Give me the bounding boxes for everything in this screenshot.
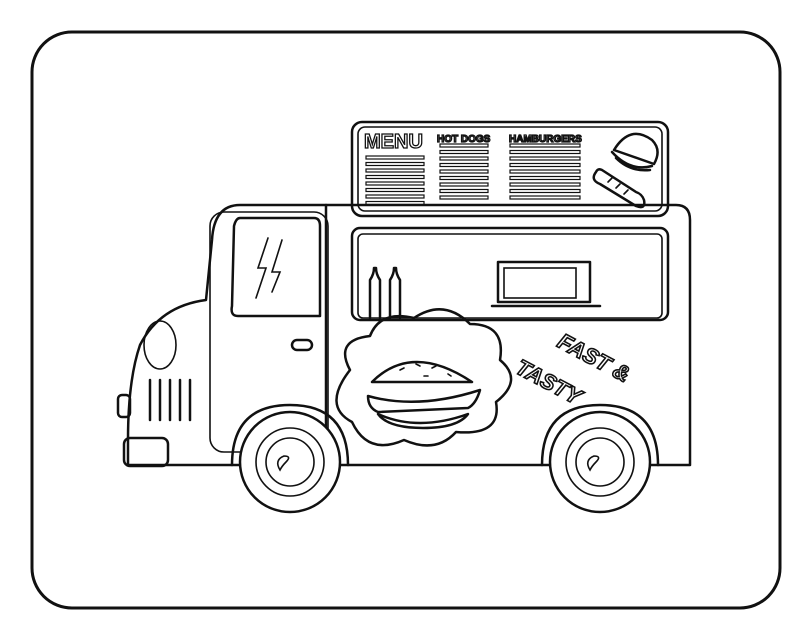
serving-window xyxy=(350,226,670,322)
page-frame xyxy=(30,30,782,610)
menu-line xyxy=(439,169,489,174)
cab-grille xyxy=(148,378,192,422)
menu-line xyxy=(509,175,581,181)
menu-line xyxy=(365,155,425,160)
menu-title: MENU xyxy=(364,131,423,153)
headlight xyxy=(116,393,132,419)
burger-cloud xyxy=(335,308,513,447)
menu-column-hamburgers: HAMBURGERS xyxy=(509,134,582,145)
menu-line xyxy=(365,174,425,180)
menu-column-hot-dogs: HOT DOGS xyxy=(437,134,491,145)
menu-line xyxy=(439,162,489,168)
rear-wheel xyxy=(540,403,660,514)
menu-line xyxy=(439,143,489,148)
door-handle[interactable] xyxy=(290,338,314,352)
menu-line xyxy=(509,169,581,174)
menu-line xyxy=(509,182,581,187)
menu-line xyxy=(439,156,489,161)
menu-line xyxy=(509,188,581,194)
menu-line xyxy=(439,195,489,200)
menu-line xyxy=(365,168,425,173)
menu-line xyxy=(365,161,425,167)
menu-line xyxy=(365,194,425,199)
menu-line xyxy=(509,162,581,168)
cab-window xyxy=(230,216,322,318)
menu-line xyxy=(439,149,489,155)
menu-board: MENU HOT DOGS HAMBURGERS xyxy=(350,120,670,218)
cab-fender xyxy=(143,320,177,370)
menu-line xyxy=(509,156,581,161)
menu-line xyxy=(439,175,489,181)
menu-line xyxy=(439,188,489,194)
front-bumper xyxy=(122,436,170,468)
menu-line xyxy=(509,143,581,148)
menu-screen xyxy=(490,260,602,308)
hotdog-icon xyxy=(592,168,646,209)
menu-lines xyxy=(365,143,581,206)
front-wheel xyxy=(230,403,350,514)
burger-icon xyxy=(610,132,659,172)
condiment-bottles xyxy=(368,266,402,320)
menu-line xyxy=(439,182,489,187)
menu-line xyxy=(509,195,581,200)
truck-body xyxy=(324,203,692,467)
slogan-tasty: TASTY xyxy=(512,354,588,410)
menu-line xyxy=(365,187,425,193)
menu-line xyxy=(365,181,425,186)
menu-line xyxy=(509,149,581,155)
food-truck: MENU HOT DOGS HAMBURGERS xyxy=(116,120,692,514)
